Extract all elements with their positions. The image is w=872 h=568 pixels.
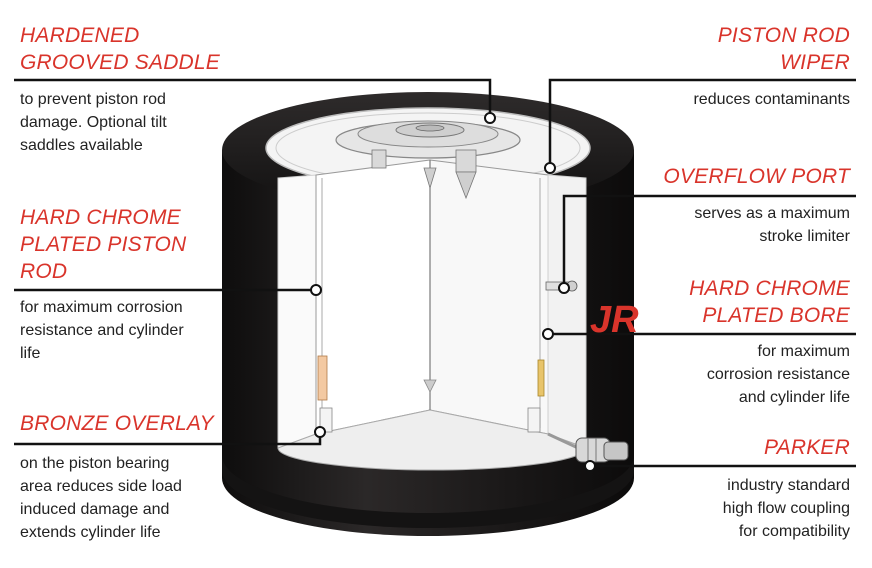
callout-wiper-title: PISTON ROD WIPER bbox=[717, 24, 850, 74]
leader-overflow bbox=[562, 194, 856, 288]
leader-wiper bbox=[548, 78, 856, 168]
callout-parker-title: PARKER bbox=[764, 436, 850, 459]
callout-bore-desc: for maximum corrosion resistance and cyl… bbox=[706, 343, 850, 406]
saddle-part bbox=[335, 120, 521, 200]
dot-wiper bbox=[544, 162, 556, 174]
callout-bronze-title: BRONZE OVERLAY bbox=[20, 412, 214, 435]
callout-wiper-desc: reduces contaminants bbox=[693, 91, 850, 108]
callout-rod-desc: for maximum corrosion resistance and cyl… bbox=[20, 299, 184, 362]
callout-saddle-desc: to prevent piston rod damage. Optional t… bbox=[20, 91, 167, 154]
cutaway-interior bbox=[222, 159, 634, 528]
leader-dots bbox=[310, 112, 596, 472]
callout-overflow-desc: serves as a maximum stroke limiter bbox=[694, 205, 850, 245]
bronze-overlay-strips bbox=[317, 355, 545, 433]
dot-bore bbox=[542, 328, 554, 340]
dot-bronze bbox=[314, 426, 326, 438]
leader-lines bbox=[14, 78, 856, 468]
callout-bore-title: HARD CHROME PLATED BORE bbox=[689, 277, 850, 327]
callout-bronze-desc: on the piston bearing area reduces side … bbox=[20, 455, 182, 541]
callout-parker-desc: industry standard high flow coupling for… bbox=[722, 477, 850, 540]
dot-parker bbox=[584, 460, 596, 472]
dot-saddle bbox=[484, 112, 496, 124]
dot-overflow bbox=[558, 282, 570, 294]
callout-saddle-title: HARDENED GROOVED SADDLE bbox=[20, 24, 221, 74]
leader-saddle bbox=[14, 78, 492, 118]
callout-overflow-title: OVERFLOW PORT bbox=[663, 165, 850, 188]
dot-rod bbox=[310, 284, 322, 296]
parker-coupling-part bbox=[547, 432, 629, 463]
callout-rod-title: HARD CHROME PLATED PISTON ROD bbox=[20, 206, 187, 283]
